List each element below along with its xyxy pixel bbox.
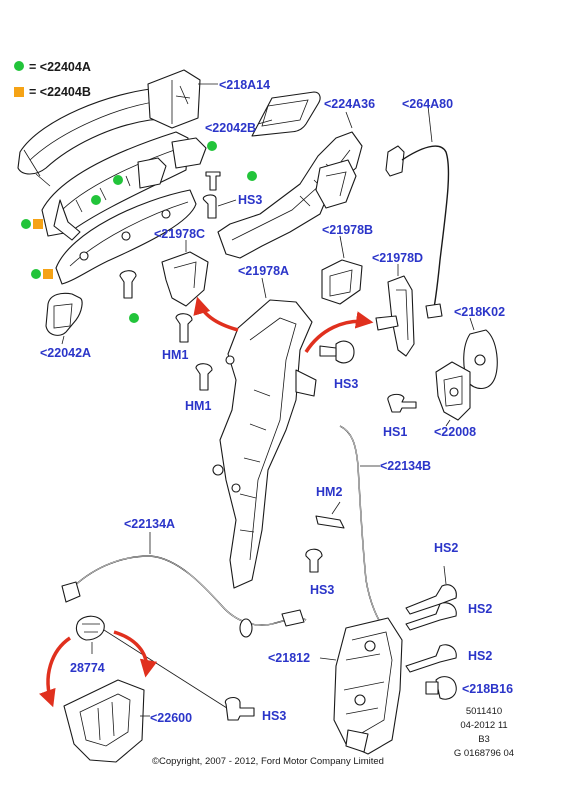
label-21978a: <21978A: [238, 264, 289, 278]
label-hm1-lower: HM1: [185, 399, 211, 413]
screw-top-a: [205, 171, 221, 191]
mid-screws: [175, 313, 355, 391]
switch-cable: [401, 145, 450, 309]
inner-carrier-assembly: [217, 111, 363, 259]
label-22042a: <22042A: [40, 346, 91, 360]
reinforcement-plate: [219, 299, 313, 589]
cable-group: [61, 425, 385, 638]
cable-end-plug: [425, 303, 443, 319]
clip-21978d: [375, 315, 399, 331]
label-22134b: <22134B: [380, 459, 431, 473]
screw-hs3-lower: [305, 548, 323, 573]
legend: = <22404A = <22404B: [14, 60, 91, 99]
marker-green-3: [113, 175, 123, 185]
link-rod-part: [53, 199, 81, 241]
door-latch-21812: [333, 617, 403, 755]
escutcheon-upper: [251, 91, 321, 137]
label-218a14: <218A14: [219, 78, 270, 92]
marker-green-5: [21, 219, 31, 229]
marker-green-1: [207, 141, 217, 151]
screw-hm1-upper: [175, 313, 193, 343]
ref-line-1: 5011410: [466, 706, 502, 717]
label-hs3-top: HS3: [238, 193, 262, 207]
bushing-218b16: [435, 676, 457, 700]
label-21978b: <21978B: [322, 223, 373, 237]
end-cap-part: [147, 69, 201, 129]
switch-connector: [385, 145, 405, 177]
lower-left-parts: [63, 615, 255, 763]
label-hs3-lower: HS3: [310, 583, 334, 597]
marker-green-6: [31, 269, 41, 279]
legend-22404b: = <22404B: [29, 85, 91, 99]
marker-green-4: [91, 195, 101, 205]
label-hm1-upper: HM1: [162, 348, 188, 362]
label-28774: 28774: [70, 661, 105, 675]
screw-hs2-a: [405, 584, 457, 615]
label-hs2-a: HS2: [434, 541, 458, 555]
bracket-21978c: [161, 251, 209, 307]
marker-orange-1: [33, 219, 43, 229]
right-lock-parts: [387, 317, 498, 427]
legend-green-dot: [14, 61, 24, 71]
central-reinforcement: [212, 277, 317, 589]
escutcheon-lower: [45, 292, 83, 336]
label-hm2: HM2: [316, 485, 342, 499]
bracket-group: [161, 235, 415, 357]
bracket-22600: [63, 679, 145, 763]
cable-22134a: [69, 555, 307, 626]
rod-hm2: [315, 515, 345, 529]
part-markers: [21, 141, 257, 323]
marker-green-2: [247, 171, 257, 181]
arrow-to-reinforcement: [193, 296, 239, 332]
arrow-clip-left: [39, 636, 72, 708]
ref-line-3: B3: [478, 734, 490, 745]
marker-green-7: [129, 313, 139, 323]
cable-end-22134a: [61, 581, 81, 603]
part-labels: <218A14 <224A36 <264A80 <22042B HS3 <219…: [40, 78, 513, 725]
copyright-notice: ©Copyright, 2007 - 2012, Ford Motor Comp…: [152, 756, 384, 767]
label-21978c: <21978C: [154, 227, 205, 241]
legend-orange-square: [14, 87, 24, 97]
clip-28774: [75, 615, 105, 641]
arrow-clip-right: [113, 630, 158, 678]
seal-block-b: [137, 157, 167, 189]
inner-handle-carrier: [217, 131, 363, 259]
label-218k02: <218K02: [454, 305, 505, 319]
label-hs3-mid: HS3: [334, 377, 358, 391]
screw-hs3-top: [202, 194, 217, 219]
latch-block-small: [315, 159, 357, 209]
nut-hs3-mid: [335, 340, 355, 364]
label-hs2-b: HS2: [468, 602, 492, 616]
screw-hs2-c: [405, 644, 457, 673]
label-22600: <22600: [150, 711, 192, 725]
marker-orange-2: [43, 269, 53, 279]
latch-assembly: [319, 565, 457, 755]
screw-hs2-b: [405, 602, 457, 631]
switch-cable-assembly: [385, 105, 450, 319]
ref-line-2: 04-2012 11: [460, 720, 507, 731]
label-224a36: <224A36: [324, 97, 375, 111]
ref-line-4: G 0168796 04: [454, 748, 514, 759]
legend-22404a: = <22404A: [29, 60, 91, 74]
assembly-arrows: [39, 296, 374, 708]
reference-block: 5011410 04-2012 11 B3 G 0168796 04: [454, 706, 514, 759]
label-264a80: <264A80: [402, 97, 453, 111]
label-hs3-bottom: HS3: [262, 709, 286, 723]
label-22008: <22008: [434, 425, 476, 439]
label-hs1: HS1: [383, 425, 407, 439]
label-21978d: <21978D: [372, 251, 423, 265]
seal-block-a: [171, 137, 207, 169]
label-22134a: <22134A: [124, 517, 175, 531]
screw-lower-left: [119, 270, 137, 299]
label-hs2-c: HS2: [468, 649, 492, 663]
label-21812: <21812: [268, 651, 310, 665]
screw-hs1: [387, 393, 417, 413]
label-22042b: <22042B: [205, 121, 256, 135]
label-218b16: <218B16: [462, 682, 513, 696]
screw-hs3-bottom: [224, 696, 255, 721]
screw-hm1-lower: [195, 363, 213, 391]
bracket-21978b: [321, 259, 363, 305]
arrow-to-bracket-d: [304, 311, 374, 353]
